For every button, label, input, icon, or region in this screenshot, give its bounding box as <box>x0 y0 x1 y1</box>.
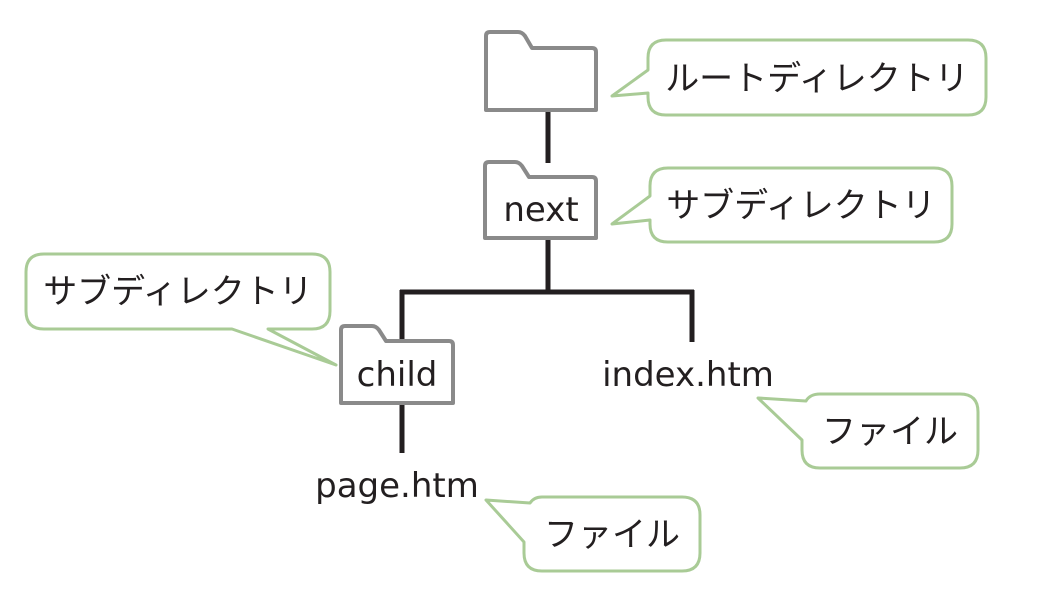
page-file-label: page.htm <box>315 466 479 506</box>
callout-page-file: ファイル <box>484 495 702 573</box>
child-folder-icon: child <box>339 324 455 405</box>
child-folder-label: child <box>357 355 438 395</box>
callout-child-text: サブディレクトリ <box>43 272 313 312</box>
next-folder-label: next <box>503 190 578 230</box>
callout-page-file-text: ファイル <box>544 515 680 555</box>
callout-next: サブディレクトリ <box>610 166 954 244</box>
callout-child: サブディレクトリ <box>24 252 338 367</box>
callout-root-text: ルートディレクトリ <box>665 59 969 99</box>
tree-connectors <box>399 110 695 453</box>
callout-root: ルートディレクトリ <box>610 38 988 117</box>
next-folder-icon: next <box>483 160 598 240</box>
callout-index-file: ファイル <box>756 392 980 470</box>
index-file-label: index.htm <box>602 355 774 395</box>
callout-index-file-text: ファイル <box>822 412 958 452</box>
callout-next-text: サブディレクトリ <box>666 186 936 226</box>
root-folder-icon <box>484 30 598 112</box>
